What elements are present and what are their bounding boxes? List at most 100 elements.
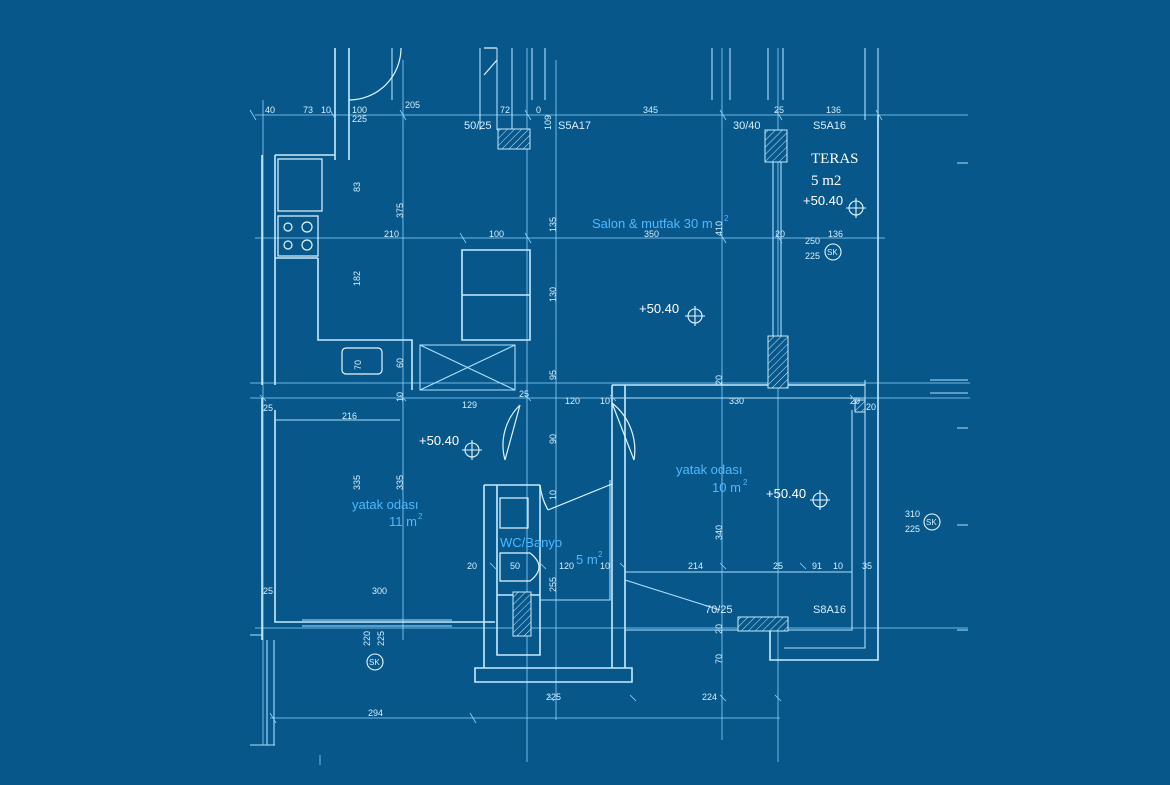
- sec-250: 250: [805, 236, 820, 246]
- svg-text:25: 25: [774, 105, 784, 115]
- column-wc: [512, 591, 532, 637]
- svg-text:10: 10: [395, 392, 405, 402]
- svg-text:35: 35: [862, 561, 872, 571]
- column-30-40: [764, 129, 788, 163]
- svg-text:10: 10: [600, 396, 610, 406]
- dimension-mid: 210 100 350 20 136: [384, 229, 843, 239]
- svg-text:70: 70: [353, 360, 363, 370]
- svg-text:90: 90: [548, 434, 558, 444]
- bedroom-right-name: yatak odası: [676, 462, 743, 477]
- svg-text:20: 20: [714, 375, 724, 385]
- dimension-row-400: 25 216 129 25 120 10 330 20 20: [263, 389, 876, 421]
- burner-1: [283, 222, 293, 232]
- kitchen-sink: [341, 347, 383, 375]
- bedroom-right-area: 10 m: [712, 480, 741, 495]
- svg-text:120: 120: [565, 396, 580, 406]
- svg-text:129: 129: [462, 400, 477, 410]
- svg-text:182: 182: [352, 271, 362, 286]
- bedroom-right-level: +50.40: [766, 486, 806, 501]
- column-50-25: [497, 128, 531, 150]
- svg-text:210: 210: [384, 229, 399, 239]
- svg-text:375: 375: [395, 203, 405, 218]
- hall-level: +50.40: [419, 433, 459, 448]
- column-small: [854, 399, 866, 413]
- svg-text:109: 109: [543, 115, 553, 130]
- beam-s5a17: S5A17: [558, 120, 591, 132]
- svg-text:130: 130: [548, 287, 558, 302]
- cooktop: [277, 215, 319, 257]
- svg-text:255: 255: [548, 577, 558, 592]
- doors: [348, 47, 636, 511]
- svg-text:214: 214: [688, 561, 703, 571]
- teras-level: +50.40: [803, 193, 843, 208]
- fixtures: [277, 158, 540, 582]
- svg-text:25: 25: [263, 586, 273, 596]
- bedroom-right-area-sup: 2: [743, 478, 748, 487]
- column-70-25-label: 70/25: [705, 604, 733, 616]
- sk-mark-2: SK: [926, 518, 937, 527]
- salon-level: +50.40: [639, 301, 679, 316]
- wc-sink: [499, 497, 529, 529]
- teras-title: TERAS: [811, 151, 859, 167]
- svg-text:335: 335: [395, 475, 405, 490]
- column-70-25: [737, 616, 789, 632]
- svg-text:73: 73: [303, 105, 313, 115]
- svg-text:220: 220: [362, 631, 372, 646]
- dimension-lower-vertical: 335 335 90 10 340 255 20 70: [352, 434, 724, 664]
- sec-310: 310: [905, 509, 920, 519]
- svg-text:25: 25: [519, 389, 529, 399]
- svg-text:225: 225: [376, 631, 386, 646]
- svg-text:50: 50: [510, 561, 520, 571]
- svg-text:10: 10: [600, 561, 610, 571]
- svg-text:330: 330: [729, 396, 744, 406]
- dimension-bottom: 25 300 225 224 294 220 225: [263, 586, 717, 718]
- svg-text:10: 10: [321, 105, 331, 115]
- salon-label: Salon & mutfak 30 m: [592, 216, 713, 231]
- svg-text:205: 205: [405, 100, 420, 110]
- burner-4: [301, 239, 313, 251]
- svg-text:225: 225: [546, 692, 561, 702]
- dimension-ticks: [249, 109, 883, 724]
- teras-area: 5 m2: [811, 173, 841, 189]
- burner-2: [301, 221, 313, 233]
- sec-225b: 225: [905, 524, 920, 534]
- wc-name: WC/Banyo: [500, 535, 562, 550]
- svg-text:410: 410: [714, 221, 724, 236]
- svg-text:72: 72: [500, 105, 510, 115]
- svg-text:20: 20: [775, 229, 785, 239]
- column-50-25-label: 50/25: [464, 120, 492, 132]
- level-markers: [366, 198, 941, 671]
- svg-text:294: 294: [368, 708, 383, 718]
- dimension-left-vertical: 83 182 375 70 60 10: [352, 182, 405, 402]
- columns: [497, 128, 866, 637]
- svg-text:60: 60: [395, 358, 405, 368]
- svg-text:340: 340: [714, 525, 724, 540]
- sec-225a: 225: [805, 251, 820, 261]
- svg-text:120: 120: [559, 561, 574, 571]
- svg-text:20: 20: [850, 396, 860, 406]
- wc-area-sup: 2: [598, 550, 603, 559]
- svg-text:95: 95: [548, 370, 558, 380]
- column-30-40-label: 30/40: [733, 120, 761, 132]
- svg-text:20: 20: [467, 561, 477, 571]
- svg-text:225: 225: [352, 114, 367, 124]
- svg-text:100: 100: [352, 105, 367, 115]
- svg-text:224: 224: [702, 692, 717, 702]
- svg-text:335: 335: [352, 475, 362, 490]
- svg-text:40: 40: [265, 105, 275, 115]
- svg-text:20: 20: [866, 402, 876, 412]
- svg-text:70: 70: [714, 654, 724, 664]
- svg-text:300: 300: [372, 586, 387, 596]
- beam-s5a16: S5A16: [813, 120, 846, 132]
- svg-text:345: 345: [643, 105, 658, 115]
- svg-text:350: 350: [644, 229, 659, 239]
- svg-text:136: 136: [828, 229, 843, 239]
- svg-text:25: 25: [263, 403, 273, 413]
- wc-area: 5 m: [576, 552, 598, 567]
- svg-text:136: 136: [826, 105, 841, 115]
- fridge: [277, 158, 323, 212]
- salon-label-sup: 2: [724, 214, 729, 223]
- sk-mark-1: SK: [827, 248, 838, 257]
- svg-text:83: 83: [352, 182, 362, 192]
